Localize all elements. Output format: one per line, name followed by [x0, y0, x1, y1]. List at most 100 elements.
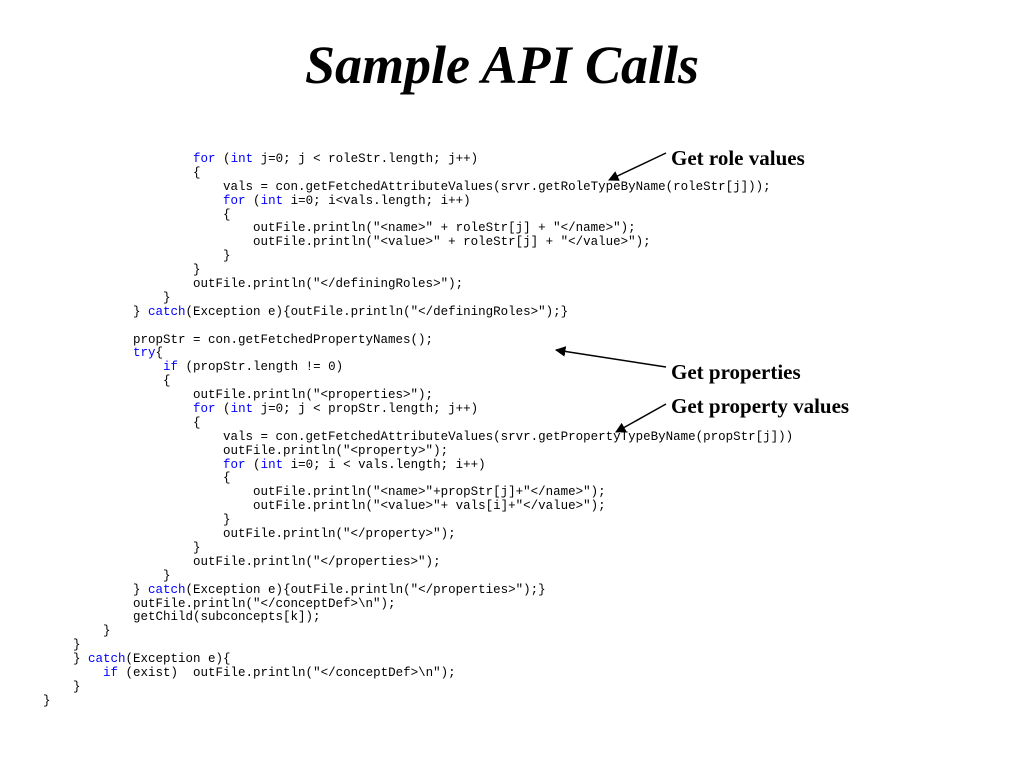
- code-keyword: if: [103, 665, 119, 680]
- code-line: outFile.println("<properties>");: [43, 388, 793, 403]
- code-line: outFile.println("<value>"+ vals[i]+"</va…: [43, 499, 793, 514]
- code-text: {: [43, 165, 201, 180]
- code-line: getChild(subconcepts[k]);: [43, 610, 793, 625]
- code-text: }: [43, 540, 201, 555]
- code-line: outFile.println("</property>");: [43, 527, 793, 542]
- code-text: (exist) outFile.println("</conceptDef>\n…: [118, 665, 456, 680]
- code-text: {: [43, 471, 231, 486]
- code-text: }: [43, 290, 171, 305]
- code-text: (: [245, 193, 261, 208]
- code-text: }: [43, 568, 171, 583]
- code-keyword: int: [230, 402, 254, 417]
- code-line: for (int j=0; j < roleStr.length; j++): [43, 152, 793, 167]
- arrow-get-property-values: [615, 403, 667, 433]
- code-line: propStr = con.getFetchedPropertyNames();: [43, 332, 793, 348]
- code-text: {: [155, 346, 164, 361]
- code-text: vals = con.getFetchedAttributeValues(srv…: [43, 429, 794, 444]
- code-line: for (int i=0; i < vals.length; i++): [43, 457, 793, 473]
- code-text: (propStr.length != 0): [178, 360, 344, 375]
- code-line: }: [43, 624, 793, 639]
- code-text: {: [43, 415, 201, 430]
- code-keyword: catch: [148, 582, 186, 597]
- annotation-get-role-values: Get role values: [671, 146, 805, 170]
- code-text: (: [215, 402, 231, 417]
- code-line: }: [43, 290, 793, 306]
- code-text: outFile.println("<value>" + roleStr[j] +…: [43, 235, 651, 250]
- arrow-get-properties: [554, 346, 667, 368]
- code-text: (Exception e){outFile.println("</definin…: [185, 304, 569, 319]
- code-line: outFile.println("</definingRoles>");: [43, 277, 793, 292]
- code-line: } catch(Exception e){outFile.println("</…: [43, 582, 793, 598]
- code-line: outFile.println("<name>"+propStr[j]+"</n…: [43, 485, 793, 500]
- code-line: try{: [43, 347, 793, 361]
- code-text: outFile.println("</properties>");: [43, 554, 441, 569]
- code-line: outFile.println("<property>");: [43, 443, 793, 459]
- code-line: }: [43, 540, 793, 556]
- code-text: outFile.println("</property>");: [43, 527, 456, 542]
- code-text: {: [43, 374, 171, 389]
- code-line: if (propStr.length != 0): [43, 360, 793, 375]
- code-line: for (int i=0; i<vals.length; i++): [43, 193, 793, 209]
- code-text: getChild(subconcepts[k]);: [43, 610, 321, 625]
- code-keyword: if: [163, 360, 179, 375]
- code-listing: for (int j=0; j < roleStr.length; j++) {…: [43, 152, 794, 709]
- code-line: }: [43, 693, 793, 709]
- code-line: {: [43, 207, 793, 223]
- code-text: i=0; i<vals.length; i++): [283, 193, 471, 208]
- code-keyword: int: [260, 193, 284, 208]
- code-keyword: for: [223, 193, 246, 208]
- code-keyword: for: [193, 402, 216, 417]
- code-keyword: int: [260, 457, 284, 472]
- code-text: propStr = con.getFetchedPropertyNames();: [43, 332, 434, 347]
- code-text: outFile.println("<name>" + roleStr[j] + …: [43, 221, 636, 236]
- code-line: }: [43, 679, 793, 695]
- code-line: } catch(Exception e){outFile.println("</…: [43, 304, 793, 320]
- code-text: outFile.println("<properties>");: [43, 388, 434, 403]
- code-line: vals = con.getFetchedAttributeValues(srv…: [43, 429, 794, 445]
- code-text: }: [43, 693, 51, 708]
- code-text: }: [43, 652, 89, 667]
- code-text: (Exception e){outFile.println("</propert…: [185, 582, 546, 597]
- annotation-get-properties: Get properties: [671, 360, 801, 384]
- annotation-get-property-values: Get property values: [671, 394, 850, 418]
- code-line: }: [43, 513, 793, 528]
- code-text: outFile.println("<value>"+ vals[i]+"</va…: [43, 499, 606, 514]
- code-text: j=0; j < propStr.length; j++): [253, 402, 479, 417]
- code-line: outFile.println("</conceptDef>\n");: [43, 596, 793, 612]
- code-text: {: [43, 207, 231, 222]
- code-line: outFile.println("<value>" + roleStr[j] +…: [43, 235, 793, 250]
- code-text: }: [43, 679, 81, 694]
- code-line: }: [43, 638, 793, 653]
- code-text: i=0; i < vals.length; i++): [283, 457, 486, 472]
- code-text: vals = con.getFetchedAttributeValues(srv…: [43, 179, 771, 194]
- code-text: outFile.println("</definingRoles>");: [43, 277, 464, 292]
- code-line: outFile.println("</properties>");: [43, 554, 793, 570]
- code-text: }: [43, 249, 231, 264]
- code-text: outFile.println("<property>");: [43, 443, 449, 458]
- slide-title: Sample API Calls: [304, 35, 700, 95]
- code-text: (Exception e){: [125, 652, 231, 667]
- code-line: if (exist) outFile.println("</conceptDef…: [43, 665, 793, 681]
- code-keyword: int: [230, 152, 254, 166]
- code-line: }: [43, 568, 793, 584]
- code-line: }: [43, 263, 793, 278]
- arrow-get-role-values: [608, 152, 667, 181]
- code-text: }: [43, 513, 231, 528]
- code-text: (: [215, 152, 231, 166]
- code-line: }: [43, 249, 793, 264]
- code-text: outFile.println("<name>"+propStr[j]+"</n…: [43, 485, 606, 500]
- code-text: (: [245, 457, 261, 472]
- code-text: }: [43, 638, 81, 653]
- code-keyword: catch: [148, 304, 186, 319]
- code-line: vals = con.getFetchedAttributeValues(srv…: [43, 179, 793, 195]
- code-text: outFile.println("</conceptDef>\n");: [43, 596, 396, 611]
- code-keyword: catch: [88, 652, 126, 667]
- code-line: {: [43, 165, 793, 181]
- code-text: }: [43, 582, 149, 597]
- code-text: }: [43, 263, 201, 278]
- code-text: j=0; j < roleStr.length; j++): [253, 152, 479, 166]
- code-keyword: for: [223, 457, 246, 472]
- code-line: {: [43, 415, 793, 431]
- code-line: outFile.println("<name>" + roleStr[j] + …: [43, 222, 793, 236]
